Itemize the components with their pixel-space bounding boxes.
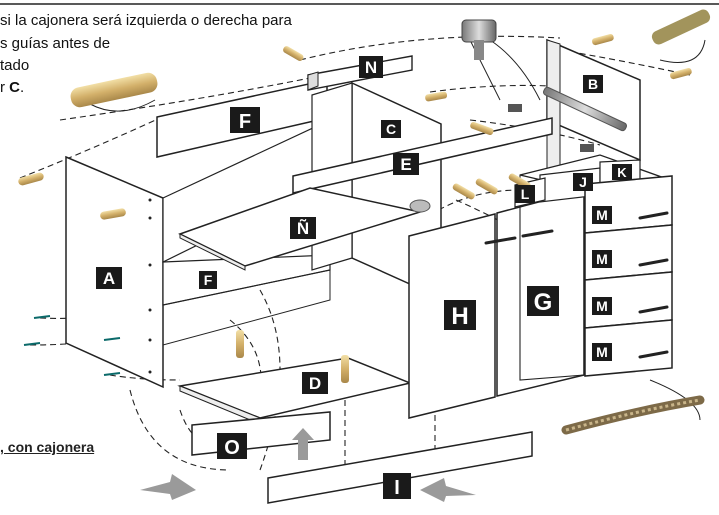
dowels [18,33,692,383]
label-F-lower: F [204,272,213,288]
label-box-C [381,120,401,138]
label-O: O [224,437,240,459]
direction-arrows [140,428,476,502]
panel-D [177,357,413,419]
label-A: A [103,269,115,288]
drawer-handles [484,211,669,359]
hardware-screws [409,9,711,435]
label-Ñ: Ñ [297,218,309,238]
label-F-upper: F [239,111,251,133]
instruction-line-3: tado [0,57,30,74]
label-box-I [383,473,411,499]
label-box-B [583,75,603,93]
label-G: G [534,289,553,316]
label-box-M-2 [592,250,612,268]
label-box-N [359,56,383,78]
label-H: H [451,303,468,330]
label-J: J [579,174,587,190]
cam-fittings [23,315,121,376]
label-box-L [515,185,535,203]
label-C: C [386,121,396,137]
label-B: B [588,76,598,92]
label-box-O [217,433,247,459]
drawer-front-M-4 [584,319,673,377]
label-box-H [444,300,476,330]
label-M-2: M [596,251,608,267]
panel-O [191,411,331,456]
label-box-K [612,164,632,180]
label-M-1: M [596,207,608,223]
label-M-3: M [596,298,608,314]
label-L: L [521,186,530,202]
label-I: I [394,477,400,499]
panel-A-holes [148,198,152,374]
label-box-A [96,267,122,289]
drawer-front-M-1 [584,175,673,234]
panel-I [267,431,533,504]
label-box-M-4 [592,343,612,361]
label-box-E [393,153,419,175]
label-N: N [365,58,377,77]
subtitle-caption: , con cajonera [0,439,95,455]
instruction-line-4: r C. [0,79,25,96]
label-box-D [302,372,328,394]
instruction-line-1: si la cajonera será izquierda o derecha … [0,12,292,29]
cabinet-inner-line [162,269,331,346]
label-M-4: M [596,344,608,360]
label-box-F-upper [230,107,260,133]
instruction-line-2: s guías antes de [0,35,111,52]
label-box-M-1 [592,206,612,224]
label-box-G [527,286,559,316]
panel-E [292,117,553,194]
label-K: K [617,165,627,180]
label-box-J [573,173,593,191]
part-labels: N F C B E Ñ J K L A F H G [96,56,632,499]
label-D: D [309,374,321,393]
label-box-F-lower [199,271,217,289]
label-box-M-3 [592,297,612,315]
label-E: E [400,155,411,174]
label-box-Ñ [290,217,316,239]
